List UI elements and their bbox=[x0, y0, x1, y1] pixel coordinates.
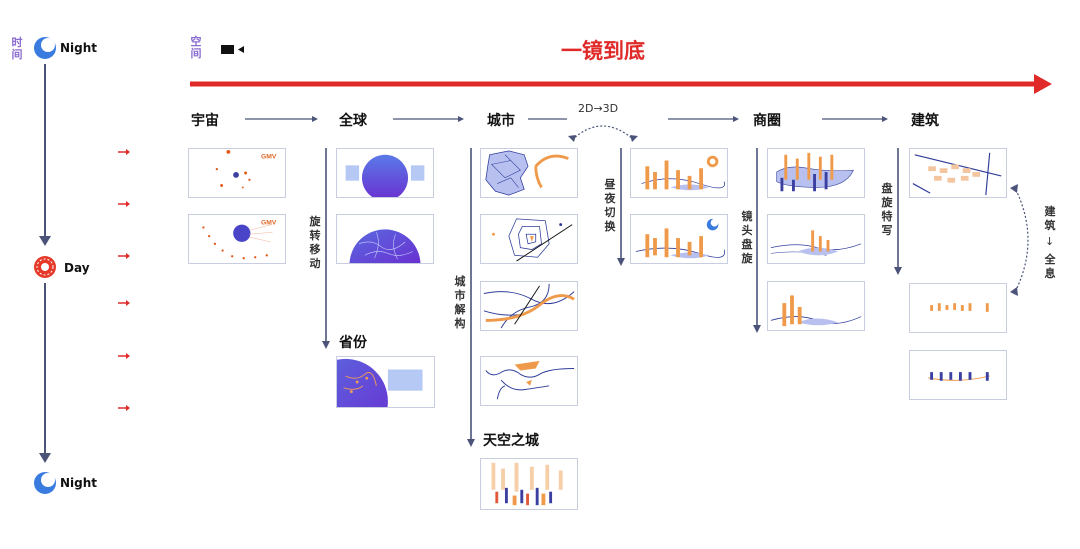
thumb-city-4 bbox=[480, 356, 578, 406]
thumb-globe-1 bbox=[336, 148, 434, 198]
thumb-building-3 bbox=[909, 350, 1007, 400]
thumb-building-2 bbox=[909, 283, 1007, 333]
stage-district: 商圈 bbox=[753, 113, 781, 129]
page-title: 一镜到底 bbox=[561, 39, 645, 63]
space-axis-label: 空间 bbox=[189, 36, 203, 60]
timeline-arrowhead-icon bbox=[1034, 74, 1052, 94]
space-axis-label-text: 空间 bbox=[190, 35, 202, 60]
stage-province: 省份 bbox=[339, 335, 367, 351]
camera-icon bbox=[221, 45, 244, 54]
thumb-district-3 bbox=[767, 281, 865, 331]
arrow-down-small-icon: ↓ bbox=[1045, 235, 1055, 248]
thumb-district-1 bbox=[767, 148, 865, 198]
gmv-badge: GMV bbox=[261, 154, 277, 161]
stage-sky-city: 天空之城 bbox=[483, 433, 539, 449]
time-day: Day bbox=[64, 261, 90, 275]
arrow-down-icon bbox=[39, 453, 51, 463]
time-axis-graphics bbox=[34, 37, 130, 494]
transition-building-hologram-b: 全息 bbox=[1044, 253, 1056, 280]
thumb-city-3 bbox=[480, 281, 578, 331]
time-night-top: Night bbox=[60, 41, 98, 55]
transition-orbit-closeup: 盘旋特写 bbox=[881, 182, 893, 237]
time-night-bottom: Night bbox=[60, 476, 98, 490]
transition-building-hologram-a: 建筑 bbox=[1044, 205, 1056, 232]
thumb-district-2 bbox=[767, 214, 865, 264]
stage-globe: 全球 bbox=[339, 113, 367, 129]
moon-icon bbox=[34, 472, 56, 494]
thumb-daynight-2 bbox=[630, 214, 728, 264]
thumb-universe-2: GMV bbox=[188, 214, 286, 264]
transition-day-night: 昼夜切换 bbox=[604, 178, 616, 233]
stage-universe: 宇宙 bbox=[191, 113, 219, 129]
thumb-universe-1: GMV bbox=[188, 148, 286, 198]
transition-2d-3d: 2D→3D bbox=[578, 102, 619, 115]
gmv-badge: GMV bbox=[261, 220, 277, 227]
transition-city-dissect: 城市解构 bbox=[454, 275, 466, 330]
red-marker-arrows bbox=[118, 149, 130, 411]
time-axis-label-text: 时间 bbox=[11, 36, 23, 61]
thumb-province bbox=[336, 356, 435, 408]
time-axis-label: 时间 bbox=[10, 37, 24, 61]
stage-building: 建筑 bbox=[911, 113, 939, 129]
thumb-sky-city bbox=[480, 458, 578, 510]
thumb-globe-2 bbox=[336, 214, 434, 264]
thumb-city-1 bbox=[480, 148, 578, 198]
thumb-daynight-1 bbox=[630, 148, 728, 198]
arrow-down-icon bbox=[39, 236, 51, 246]
transition-rotate-move: 旋转移动 bbox=[309, 215, 321, 270]
transition-lens-orbit: 镜头盘旋 bbox=[741, 210, 753, 265]
thumb-building-1 bbox=[909, 148, 1007, 198]
stage-city: 城市 bbox=[487, 113, 515, 129]
sun-icon bbox=[34, 256, 56, 278]
moon-icon bbox=[34, 37, 56, 59]
thumb-city-2 bbox=[480, 214, 578, 264]
